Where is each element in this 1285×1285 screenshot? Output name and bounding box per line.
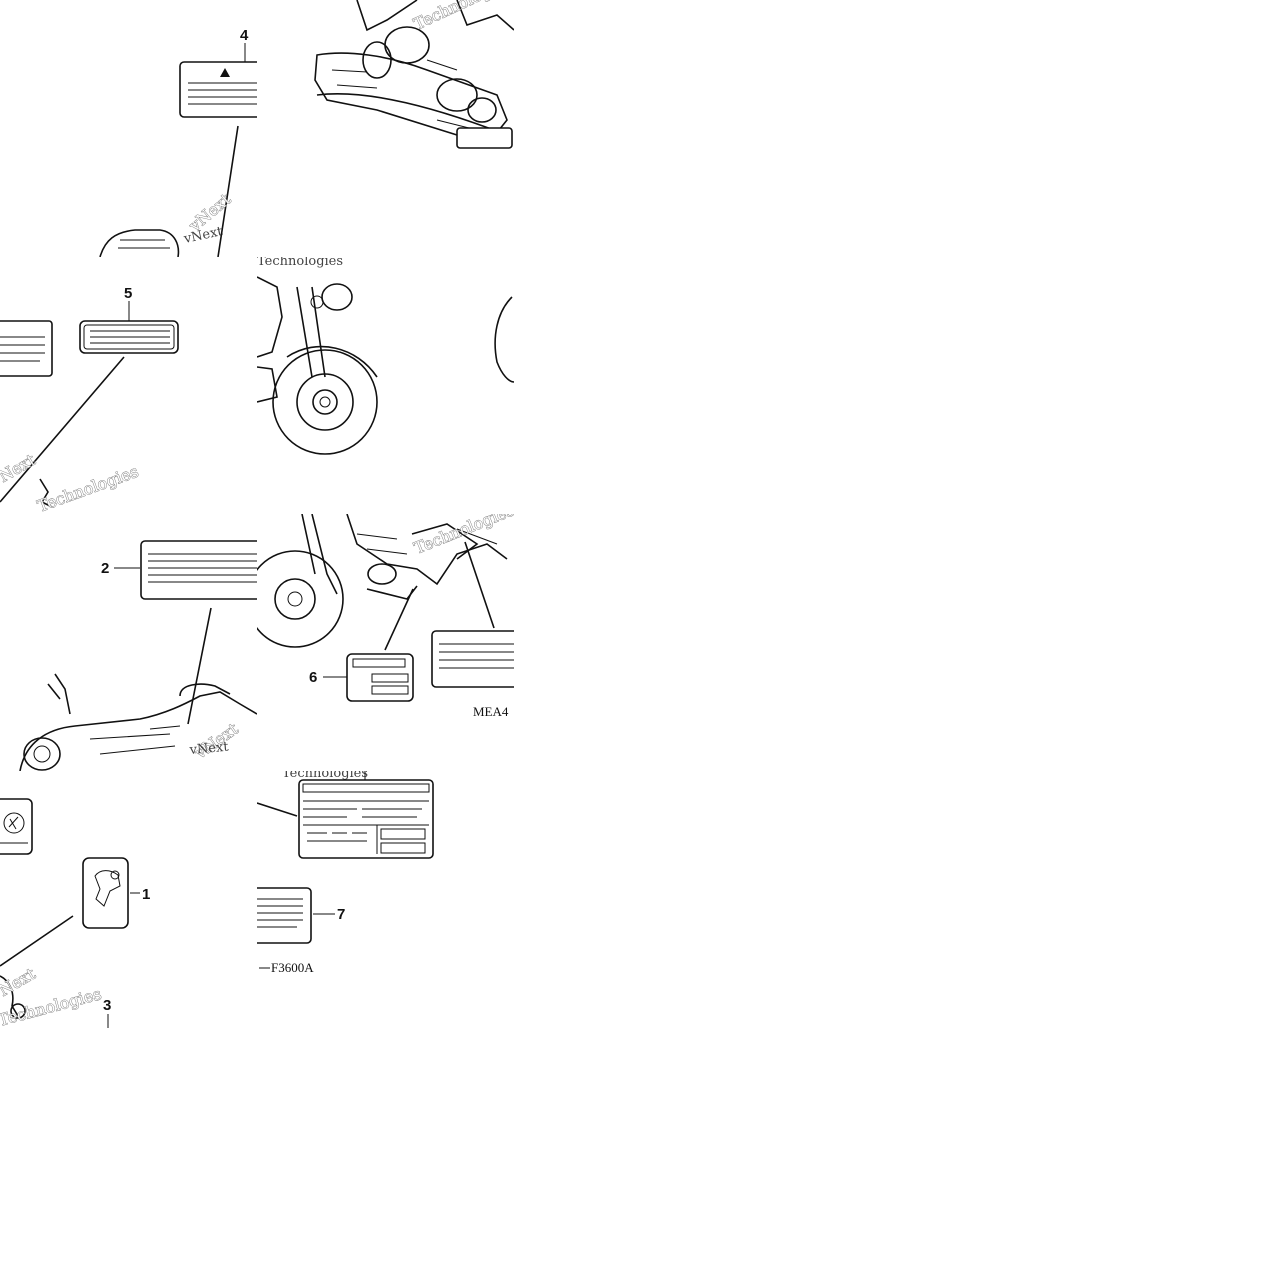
callout-7: 7 (337, 906, 345, 923)
tile-label-6: Technologies 6 MEA4 (257, 514, 514, 771)
leader-line-2 (187, 607, 212, 725)
tile-label-4: 4 vNext vNext (0, 0, 257, 257)
callout-2: 2 (101, 560, 109, 577)
label-7 (257, 887, 312, 944)
label-6 (346, 653, 414, 702)
label-2 (140, 540, 257, 600)
front-wheel (272, 349, 378, 455)
callout-3: 3 (103, 997, 111, 1014)
tile-label-7: Technologies 7 (257, 771, 514, 1028)
part-code-right: F3600A (271, 960, 314, 975)
callout-6: 6 (309, 669, 317, 686)
warning-triangle-icon (220, 68, 230, 77)
svg-text:Technologies: Technologies (411, 514, 514, 558)
callout-1: 1 (142, 886, 150, 903)
tile-front-wheel: Technologies (257, 257, 514, 514)
svg-text:Technologies: Technologies (282, 771, 368, 781)
exhaust-pipe-outline (314, 52, 508, 146)
seat-outline (99, 229, 180, 257)
key-icon (94, 870, 121, 907)
svg-text:Technologies: Technologies (257, 257, 343, 269)
callout-4: 4 (240, 27, 249, 44)
label-1 (82, 857, 129, 929)
svg-text:vNext: vNext (0, 964, 39, 1005)
callout-5: 5 (124, 285, 132, 302)
leader-line-5 (0, 356, 125, 503)
tile-label-1: 1 3 vNext Technologies (0, 771, 257, 1028)
svg-text:Technologies: Technologies (35, 462, 141, 514)
leader-line-6 (384, 588, 414, 651)
leader-line-1 (0, 915, 74, 967)
svg-text:vNext: vNext (188, 740, 230, 758)
front-wheel-side (257, 550, 344, 648)
part-code-left: MEA4 (473, 704, 509, 719)
leader-line-4 (217, 125, 239, 257)
tile-label-5: 5 vNext Technologies (0, 257, 257, 514)
tile-engine-exhaust: Technologies (257, 0, 514, 257)
svg-text:vNext: vNext (0, 450, 39, 491)
tile-label-2: 2 vNext vNext (0, 514, 257, 771)
